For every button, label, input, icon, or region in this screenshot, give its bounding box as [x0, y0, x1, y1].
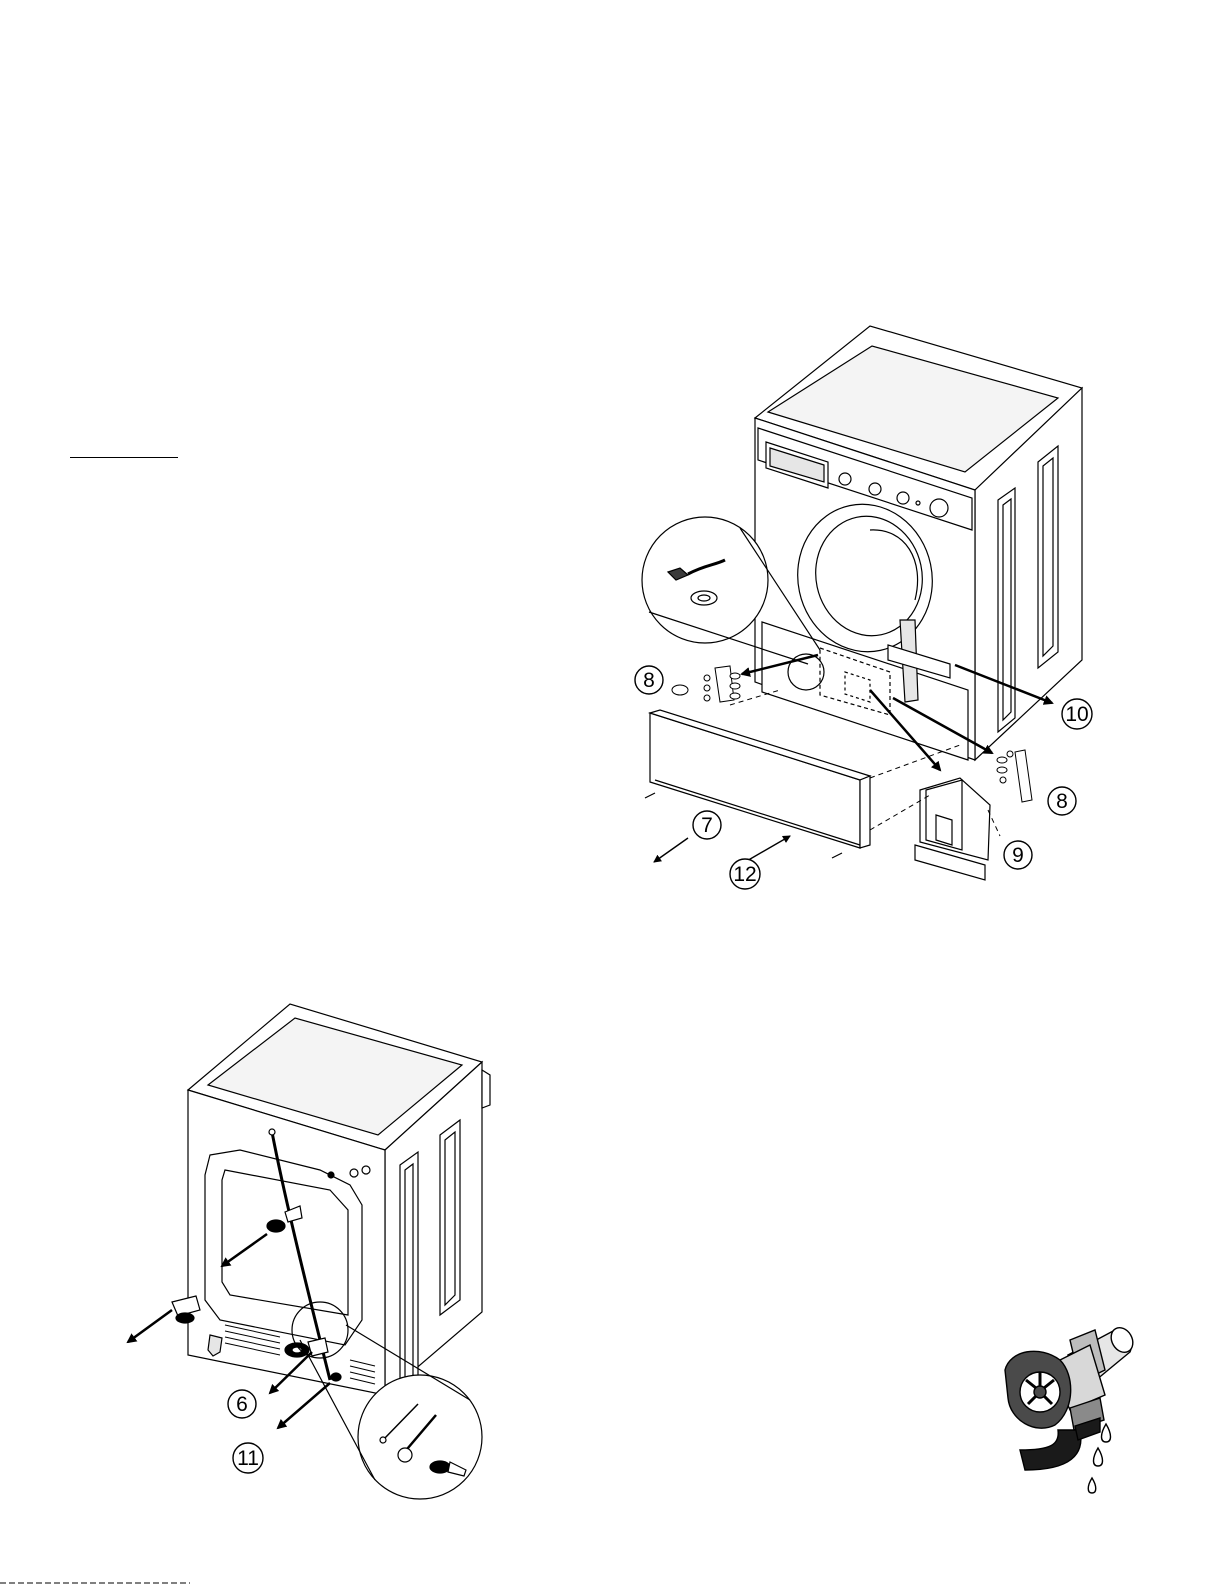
svg-text:8: 8 — [1056, 790, 1068, 813]
svg-text:6: 6 — [236, 1393, 248, 1416]
svg-text:7: 7 — [701, 814, 713, 837]
svg-text:8: 8 — [643, 669, 655, 692]
callout-9: 9 — [1004, 841, 1032, 869]
kick-plate-panel — [645, 710, 870, 858]
water-faucet-icon — [1005, 1324, 1137, 1493]
svg-text:12: 12 — [733, 863, 756, 886]
callout-6: 6 — [228, 1390, 256, 1418]
callout-8-right: 8 — [1048, 787, 1076, 815]
callout-8-left: 8 — [635, 666, 663, 694]
svg-text:10: 10 — [1065, 703, 1088, 726]
panel-arrows — [654, 836, 790, 862]
svg-text:9: 9 — [1012, 844, 1024, 867]
callout-12: 12 — [730, 859, 760, 889]
washer-rear-icon — [172, 1004, 490, 1395]
callout-7: 7 — [693, 811, 721, 839]
callout-10: 10 — [1062, 699, 1092, 729]
svg-text:11: 11 — [237, 1447, 259, 1470]
callout-11: 11 — [233, 1443, 263, 1473]
shipping-bolt-right — [997, 750, 1032, 802]
shipping-bolt-left — [672, 666, 740, 702]
filter-cover — [915, 778, 990, 880]
